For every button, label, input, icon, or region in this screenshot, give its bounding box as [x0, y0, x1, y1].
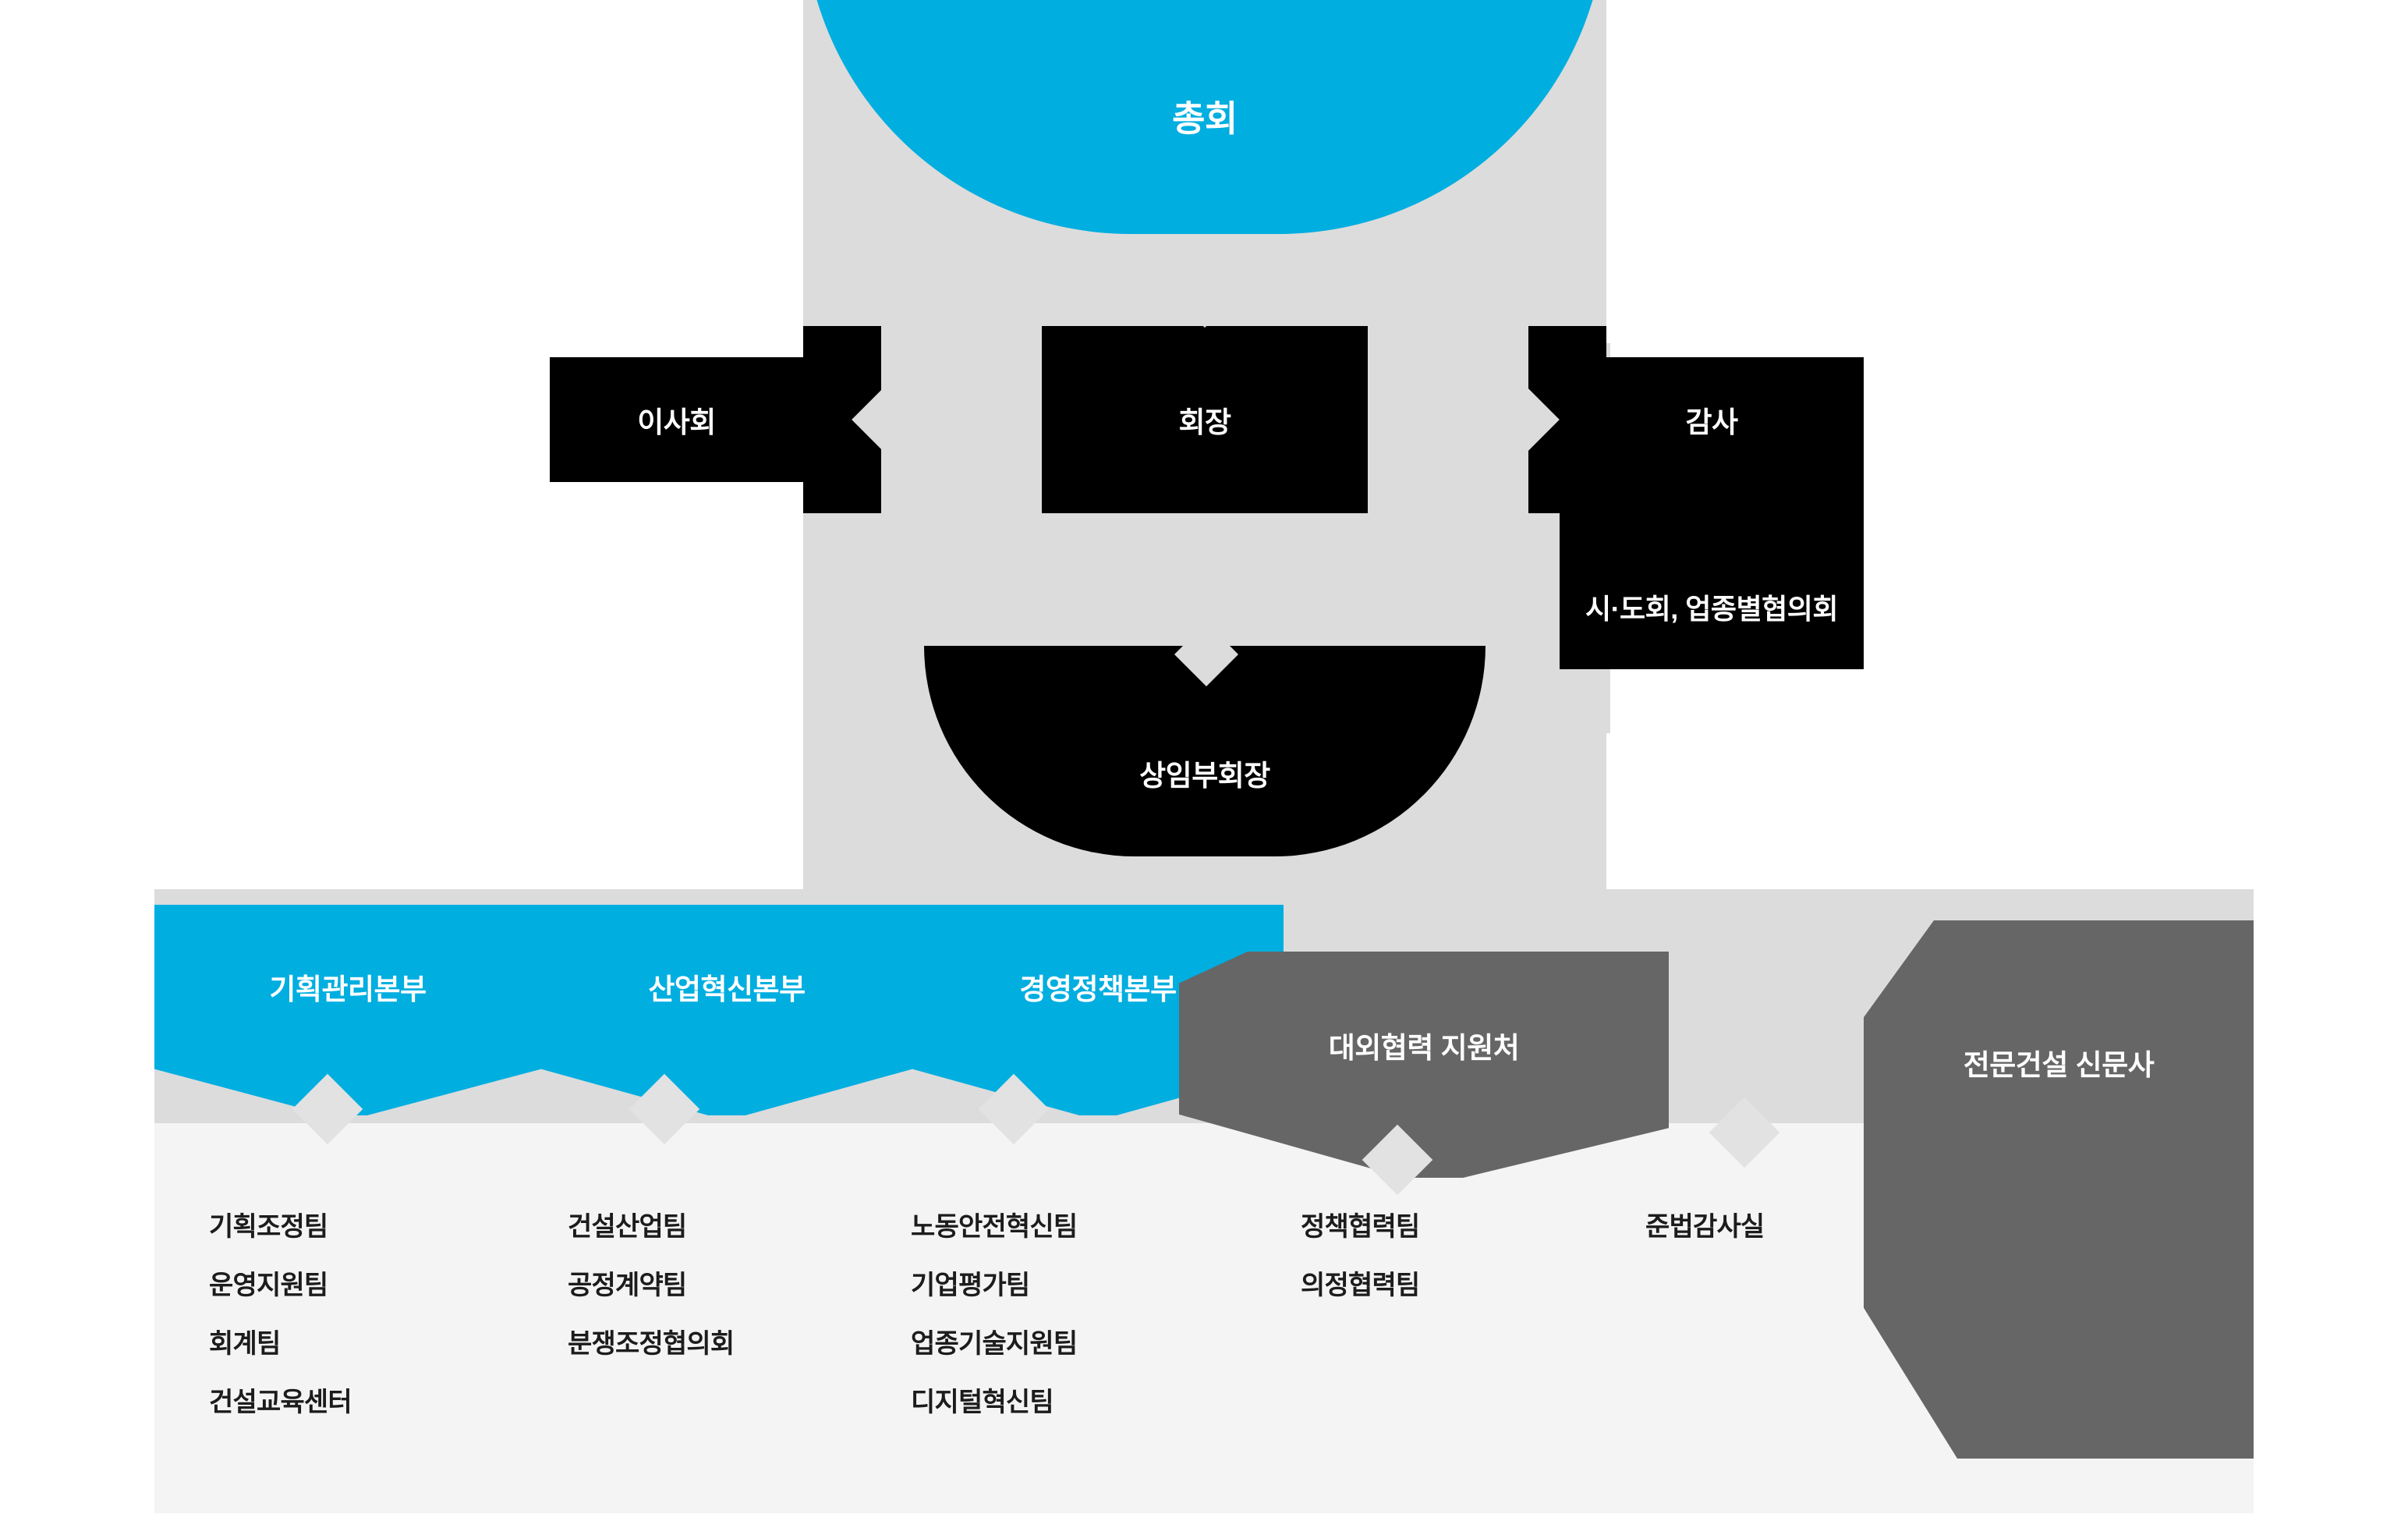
team-column-management: 노동안전혁신팀 기업평가팀 업종기술지원팀 디지털혁신팀: [911, 1212, 1078, 1448]
node-label-division-management: 경영정책본부: [1019, 973, 1177, 1005]
node-label-office-newspaper: 전문건설 신문사: [1963, 1049, 2155, 1081]
node-label-division-industry: 산업혁신본부: [648, 973, 806, 1005]
team-column-audit: 준법감사실: [1645, 1212, 1765, 1272]
list-item: 정책협력팀: [1301, 1212, 1420, 1242]
team-column-industry: 건설산업팀 공정계약팀 분쟁조정협의회: [568, 1212, 735, 1389]
list-item: 노동안전혁신팀: [911, 1212, 1078, 1242]
node-label-auditor: 감사: [1685, 406, 1738, 438]
list-item: 건설산업팀: [568, 1212, 687, 1242]
team-column-external: 정책협력팀 의정협력팀: [1301, 1212, 1420, 1331]
node-label-chairman: 회장: [1178, 406, 1231, 438]
node-label-board-of-directors: 이사회: [637, 406, 716, 438]
node-chairman[interactable]: 회장: [1042, 326, 1368, 513]
list-item: 건설교육센터: [209, 1388, 352, 1417]
node-label-office-external: 대외협력 지원처: [1328, 1032, 1520, 1064]
list-item: 운영지원팀: [209, 1271, 328, 1300]
list-item: 회계팀: [209, 1329, 281, 1359]
node-board-of-directors[interactable]: 이사회: [550, 357, 803, 482]
node-auditor[interactable]: 감사: [1560, 357, 1864, 482]
list-item: 업종기술지원팀: [911, 1329, 1078, 1359]
list-item: 분쟁조정협의회: [568, 1329, 735, 1359]
list-item: 준법감사실: [1645, 1212, 1765, 1242]
list-item: 디지털혁신팀: [911, 1388, 1054, 1417]
list-item: 기획조정팀: [209, 1212, 328, 1242]
node-regional-associations[interactable]: 시·도회, 업종별협의회: [1560, 544, 1864, 669]
node-label-general-assembly: 총회: [1172, 98, 1238, 139]
list-item: 의정협력팀: [1301, 1271, 1420, 1300]
team-column-planning: 기획조정팀 운영지원팀 회계팀 건설교육센터: [209, 1214, 352, 1448]
node-office-newspaper[interactable]: 전문건설 신문사: [1864, 920, 2254, 1459]
node-label-division-planning: 기획관리본부: [269, 973, 427, 1005]
list-item: 공정계약팀: [568, 1271, 687, 1300]
node-division-industry[interactable]: 산업혁신본부: [541, 905, 912, 1115]
node-label-standing-vice-chairman: 상임부회장: [1139, 760, 1270, 792]
node-label-regional-associations: 시·도회, 업종별협의회: [1585, 593, 1839, 625]
list-item: 기업평가팀: [911, 1271, 1030, 1300]
node-division-planning[interactable]: 기획관리본부: [154, 905, 541, 1115]
